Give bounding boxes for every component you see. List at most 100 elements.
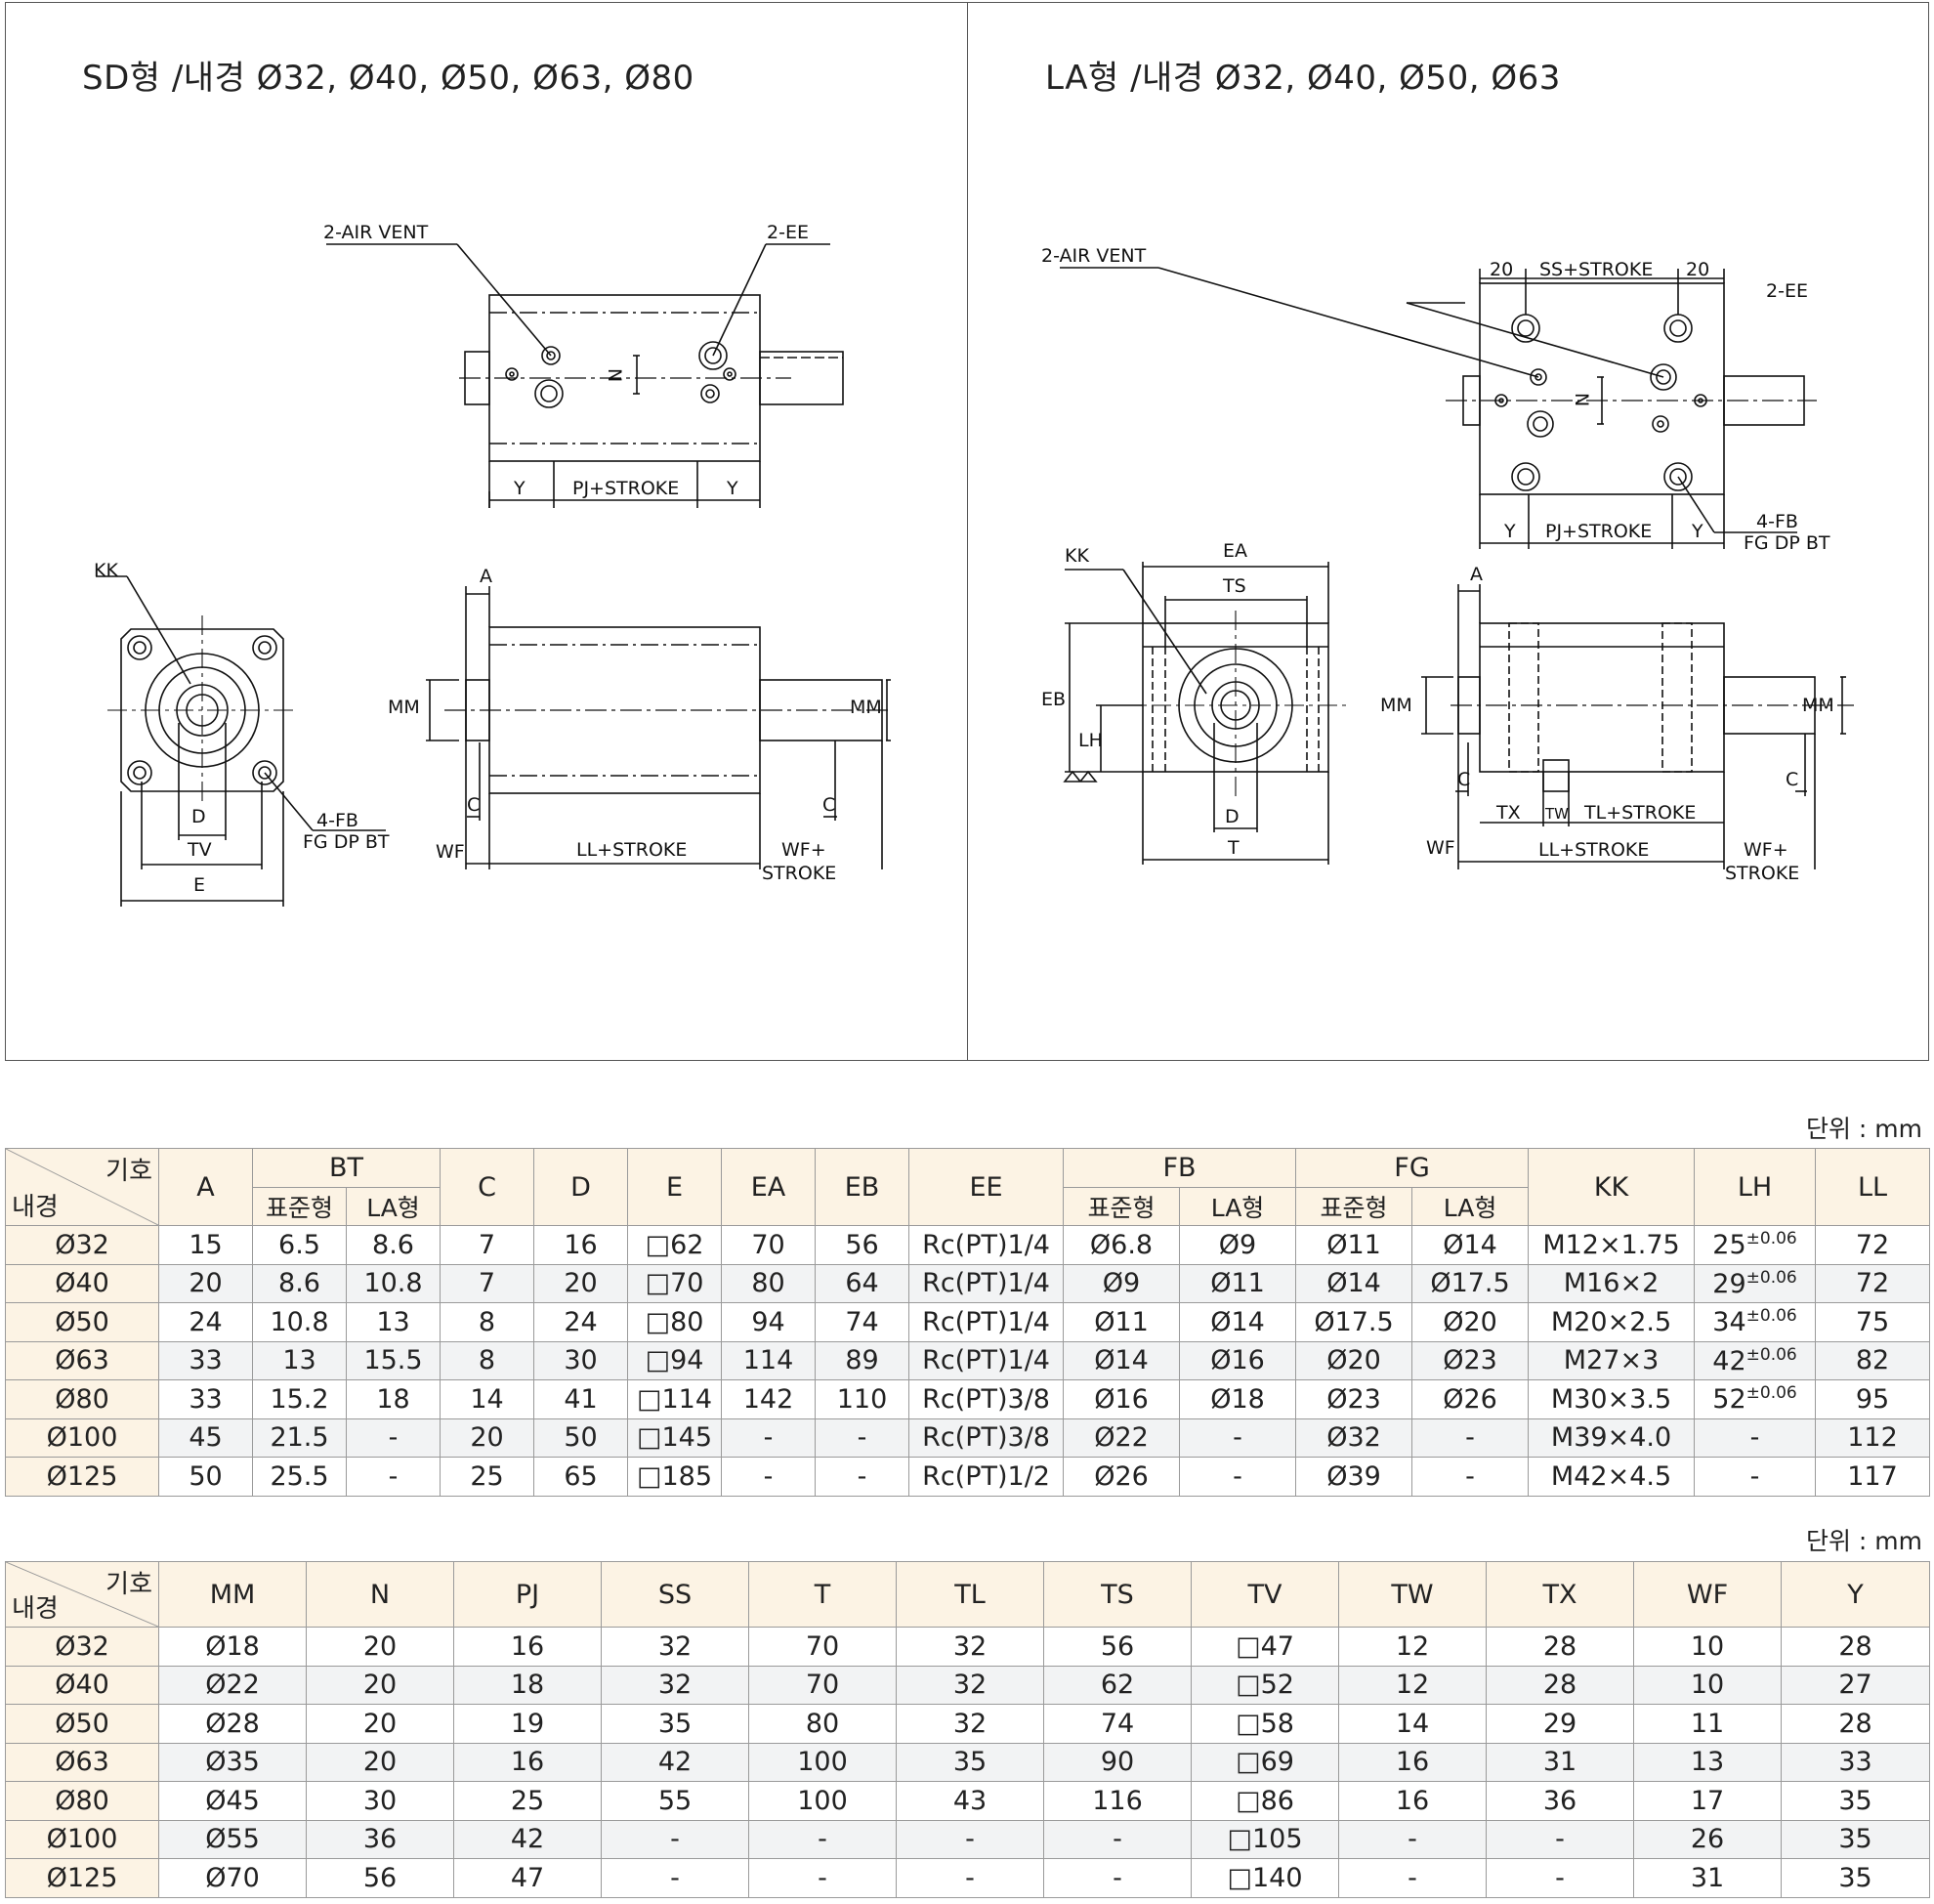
t1-header-fb: FB (1063, 1148, 1297, 1188)
la-ee-label: 2-EE (1766, 280, 1808, 302)
cell-ll: 82 (1815, 1340, 1931, 1380)
la-n-label: N (1571, 393, 1592, 406)
cell-fb-la: - (1179, 1417, 1297, 1458)
t1-header-eb: EB (815, 1148, 910, 1226)
cell-mm: Ø45 (158, 1781, 307, 1821)
cell-fb-std: Ø22 (1063, 1417, 1181, 1458)
cell-fg-la: - (1411, 1417, 1530, 1458)
sd-front-flange (120, 628, 284, 792)
cell-tl: 32 (896, 1665, 1044, 1705)
bore-cell: Ø63 (5, 1340, 159, 1380)
cell-fg-std: Ø17.5 (1295, 1302, 1413, 1342)
cell-ee: Rc(PT)1/4 (908, 1302, 1065, 1342)
lh-value: 25 (1712, 1230, 1746, 1261)
cell-kk: M27×3 (1528, 1340, 1696, 1380)
cell-d: 16 (533, 1225, 629, 1265)
lh-value: 34 (1712, 1307, 1746, 1338)
t2-header-tw: TW (1338, 1561, 1487, 1628)
cell-y: 27 (1781, 1665, 1930, 1705)
cell-tx: 28 (1486, 1627, 1634, 1667)
cell-n: 20 (306, 1627, 454, 1667)
t1-header-lh: LH (1694, 1148, 1817, 1226)
cell-n: 20 (306, 1742, 454, 1782)
cell-kk: M12×1.75 (1528, 1225, 1696, 1265)
cell-fg-std: Ø11 (1295, 1225, 1413, 1265)
cell-ee: Rc(PT)1/2 (908, 1457, 1065, 1497)
t1-header-ea: EA (721, 1148, 817, 1226)
cell-y: 28 (1781, 1627, 1930, 1667)
lh-tolerance: ±0.06 (1745, 1344, 1797, 1365)
cell-t: - (748, 1858, 897, 1898)
sd-ll-stroke-label: LL+STROKE (576, 839, 687, 861)
cell-c: 25 (440, 1457, 535, 1497)
cell-fb-std: Ø6.8 (1063, 1225, 1181, 1265)
la-tl-stroke-label: TL+STROKE (1583, 802, 1696, 824)
cell-tx: 29 (1486, 1704, 1634, 1744)
lh-value: - (1749, 1422, 1760, 1454)
la-pj-stroke-label: PJ+STROKE (1545, 521, 1652, 542)
la-c-right-label: C (1786, 769, 1798, 790)
cell-fb-std: Ø9 (1063, 1263, 1181, 1303)
sd-wf-plus-label: WF+ (781, 839, 826, 861)
cell-e: □185 (627, 1457, 723, 1497)
cell-bt-std: 25.5 (252, 1457, 347, 1497)
cell-fg-la: Ø20 (1411, 1302, 1530, 1342)
cell-ts: 62 (1043, 1665, 1192, 1705)
cell-kk: M39×4.0 (1528, 1417, 1696, 1458)
cell-pj: 16 (453, 1627, 602, 1667)
cell-tl: 32 (896, 1627, 1044, 1667)
la-a-label: A (1470, 564, 1483, 585)
cell-ts: 74 (1043, 1704, 1192, 1744)
sd-technical-drawing: 2-AIR VENT 2-EE Y PJ+STROKE Y N KK 4-FB … (94, 222, 891, 907)
cell-ts: 56 (1043, 1627, 1192, 1667)
bore-cell: Ø80 (5, 1379, 159, 1419)
cell-ss: 55 (601, 1781, 749, 1821)
cell-tv: □140 (1191, 1858, 1339, 1898)
cell-eb: - (815, 1417, 910, 1458)
cell-eb: 110 (815, 1379, 910, 1419)
cell-bt-la: 18 (345, 1379, 441, 1419)
cell-tv: □52 (1191, 1665, 1339, 1705)
cell-tv: □69 (1191, 1742, 1339, 1782)
lh-value: 29 (1712, 1268, 1746, 1299)
cell-ts: - (1043, 1819, 1192, 1859)
cell-ea: 80 (721, 1263, 817, 1303)
sd-fb-label: 4-FB (316, 810, 358, 831)
sd-type-title: SD형 /내경 Ø32, Ø40, Ø50, Ø63, Ø80 (82, 59, 694, 98)
la-wf-plus-label: WF+ (1744, 839, 1788, 861)
cell-e: □94 (627, 1340, 723, 1380)
cell-fg-la: Ø14 (1411, 1225, 1530, 1265)
cell-ea: 142 (721, 1379, 817, 1419)
t2-header-t: T (748, 1561, 897, 1628)
cell-wf: 10 (1633, 1627, 1782, 1667)
cell-tw: 12 (1338, 1665, 1487, 1705)
sd-air-vent-label: 2-AIR VENT (323, 222, 429, 243)
sd-pj-stroke-label: PJ+STROKE (572, 478, 679, 499)
sd-stroke-label: STROKE (762, 863, 836, 884)
sd-fg-dp-bt-label: FG DP BT (303, 831, 390, 853)
cell-ea: 114 (721, 1340, 817, 1380)
cell-ll: 117 (1815, 1457, 1931, 1497)
la-mm-right-label: MM (1802, 695, 1834, 716)
cell-fg-std: Ø32 (1295, 1417, 1413, 1458)
cell-tv: □47 (1191, 1627, 1339, 1667)
drawing-divider (967, 2, 968, 1061)
cell-c: 20 (440, 1417, 535, 1458)
cell-c: 8 (440, 1340, 535, 1380)
bore-cell: Ø125 (5, 1457, 159, 1497)
lh-tolerance: ±0.06 (1745, 1383, 1797, 1404)
la-tw-label: TW (1544, 805, 1569, 823)
cell-a: 33 (158, 1379, 253, 1419)
cell-wf: 17 (1633, 1781, 1782, 1821)
cell-t: 100 (748, 1781, 897, 1821)
cell-a: 24 (158, 1302, 253, 1342)
cell-kk: M30×3.5 (1528, 1379, 1696, 1419)
cell-y: 35 (1781, 1819, 1930, 1859)
la-y-left-label: Y (1503, 521, 1516, 542)
cell-tv: □58 (1191, 1704, 1339, 1744)
